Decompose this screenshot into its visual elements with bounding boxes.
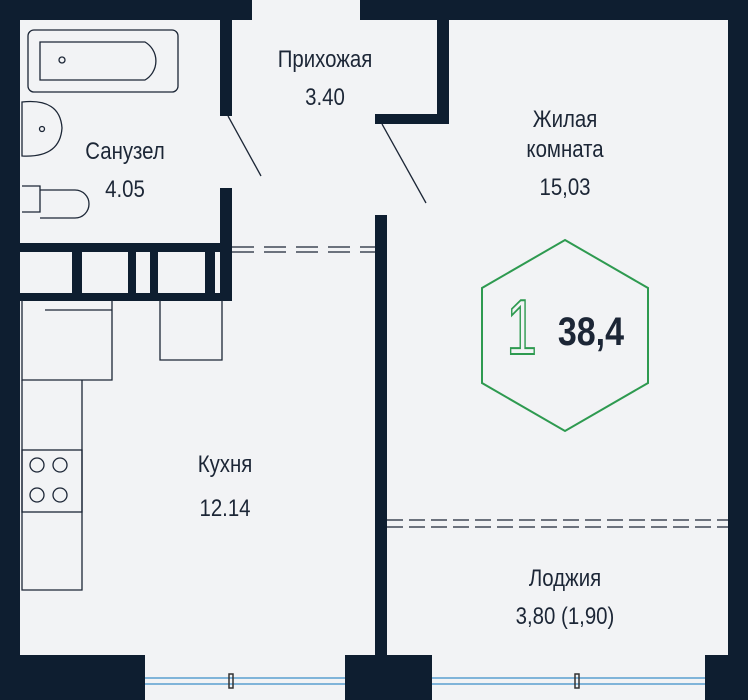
sink-icon xyxy=(21,100,63,157)
room-area: 15,03 xyxy=(539,174,591,201)
room-name: Кухня xyxy=(197,451,253,478)
room-label-living-room: Жилая комната 15,03 xyxy=(501,105,629,203)
room-name-line2: комната xyxy=(526,136,604,163)
bathtub-inner xyxy=(39,41,157,81)
room-area: 3.40 xyxy=(305,84,345,111)
room-area: 3,80 (1,90) xyxy=(515,603,615,630)
area-badge-hexagon xyxy=(481,238,649,433)
door-swing-bath xyxy=(227,115,262,177)
doorway-dashed-line xyxy=(232,246,375,253)
room-area: 4.05 xyxy=(105,176,145,203)
door-swing-room xyxy=(381,123,427,204)
stove-icon xyxy=(21,449,83,513)
kitchen-counter xyxy=(21,300,223,381)
total-area: 38,4 xyxy=(557,310,625,354)
fixtures xyxy=(21,29,728,591)
room-name: Лоджия xyxy=(528,565,602,592)
room-area: 12.14 xyxy=(199,495,251,522)
room-name: Санузел xyxy=(85,138,165,165)
rooms-count: 1 xyxy=(506,282,538,372)
room-label-bathroom: Санузел 4.05 xyxy=(70,137,181,205)
toilet-icon xyxy=(22,185,41,213)
room-label-loggia: Лоджия 3,80 (1,90) xyxy=(493,564,638,632)
room-name: Прихожая xyxy=(277,46,373,73)
loggia-dashed-line xyxy=(387,519,728,528)
bathtub-icon xyxy=(27,29,179,93)
room-label-hall: Прихожая 3.40 xyxy=(261,45,389,113)
room-label-kitchen: Кухня 12.14 xyxy=(170,450,281,524)
windows xyxy=(145,673,705,689)
room-name-line1: Жилая xyxy=(532,106,598,133)
